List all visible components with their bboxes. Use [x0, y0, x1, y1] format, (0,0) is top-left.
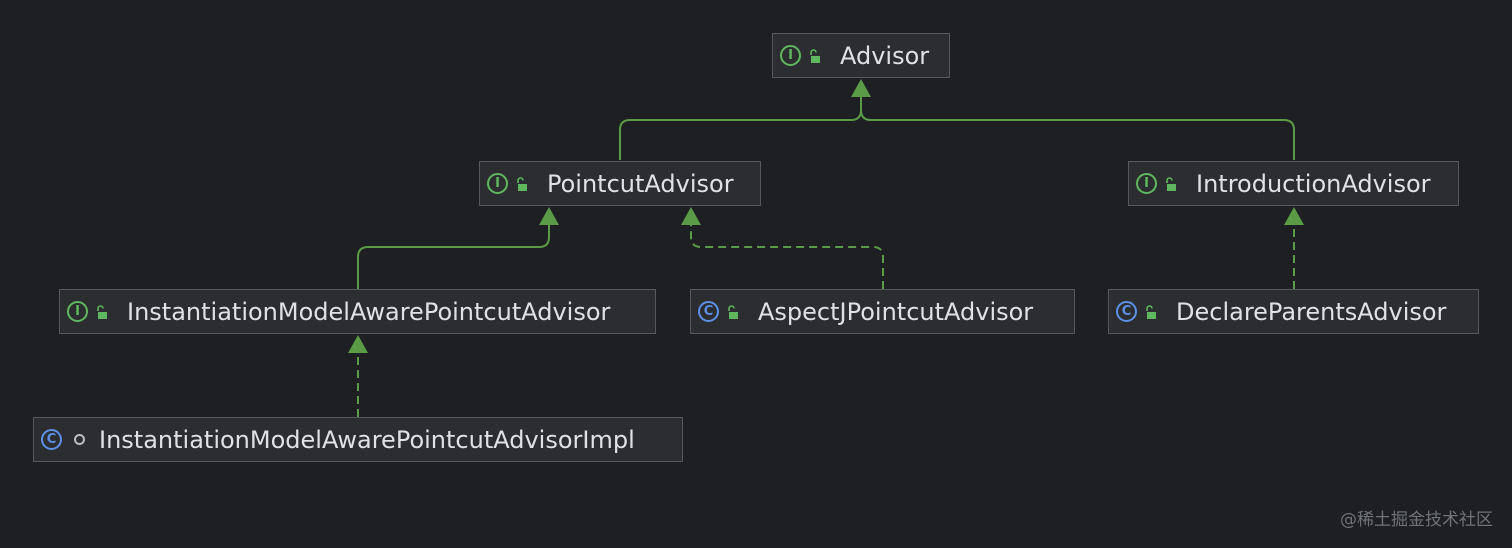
unlocked-icon [1146, 304, 1156, 319]
interface-icon: I [780, 45, 801, 66]
node-label: DeclareParentsAdvisor [1176, 297, 1447, 326]
edge-aspectj-pointcutadvisor [690, 225, 884, 289]
node-aspectj-pointcut-advisor[interactable]: C AspectJPointcutAdvisor [690, 289, 1075, 334]
unlocked-icon [810, 48, 820, 63]
node-label: InstantiationModelAwarePointcutAdvisorIm… [99, 425, 635, 454]
edge-instantiationaware-pointcutadvisor [357, 225, 550, 289]
unlocked-icon [728, 304, 738, 319]
arrowhead [681, 207, 701, 225]
node-advisor[interactable]: I Advisor [772, 33, 950, 78]
unlocked-icon [517, 176, 527, 191]
node-label: InstantiationModelAwarePointcutAdvisor [127, 297, 611, 326]
arrowhead [851, 79, 871, 97]
edge-pointcutadvisor-advisor [619, 96, 862, 160]
class-icon: C [1116, 301, 1137, 322]
unlocked-icon [97, 304, 107, 319]
node-declare-parents-advisor[interactable]: C DeclareParentsAdvisor [1108, 289, 1479, 334]
node-instantiation-aware-advisor-impl[interactable]: C InstantiationModelAwarePointcutAdvisor… [33, 417, 683, 462]
arrowhead [1284, 207, 1304, 225]
node-instantiation-aware-advisor[interactable]: I InstantiationModelAwarePointcutAdvisor [59, 289, 656, 334]
node-label: AspectJPointcutAdvisor [758, 297, 1034, 326]
node-label: PointcutAdvisor [547, 169, 734, 198]
class-icon: C [698, 301, 719, 322]
node-label: IntroductionAdvisor [1196, 169, 1431, 198]
watermark: @稀土掘金技术社区 [1340, 510, 1493, 530]
node-label: Advisor [840, 41, 930, 70]
interface-icon: I [487, 173, 508, 194]
class-icon: C [41, 429, 62, 450]
node-introduction-advisor[interactable]: I IntroductionAdvisor [1128, 161, 1459, 206]
interface-icon: I [67, 301, 88, 322]
circle-icon [74, 434, 85, 445]
arrowhead [348, 335, 368, 353]
interface-icon: I [1136, 173, 1157, 194]
arrowhead [539, 207, 559, 225]
node-pointcut-advisor[interactable]: I PointcutAdvisor [479, 161, 761, 206]
edge-introductionadvisor-advisor [860, 109, 1295, 160]
unlocked-icon [1166, 176, 1176, 191]
